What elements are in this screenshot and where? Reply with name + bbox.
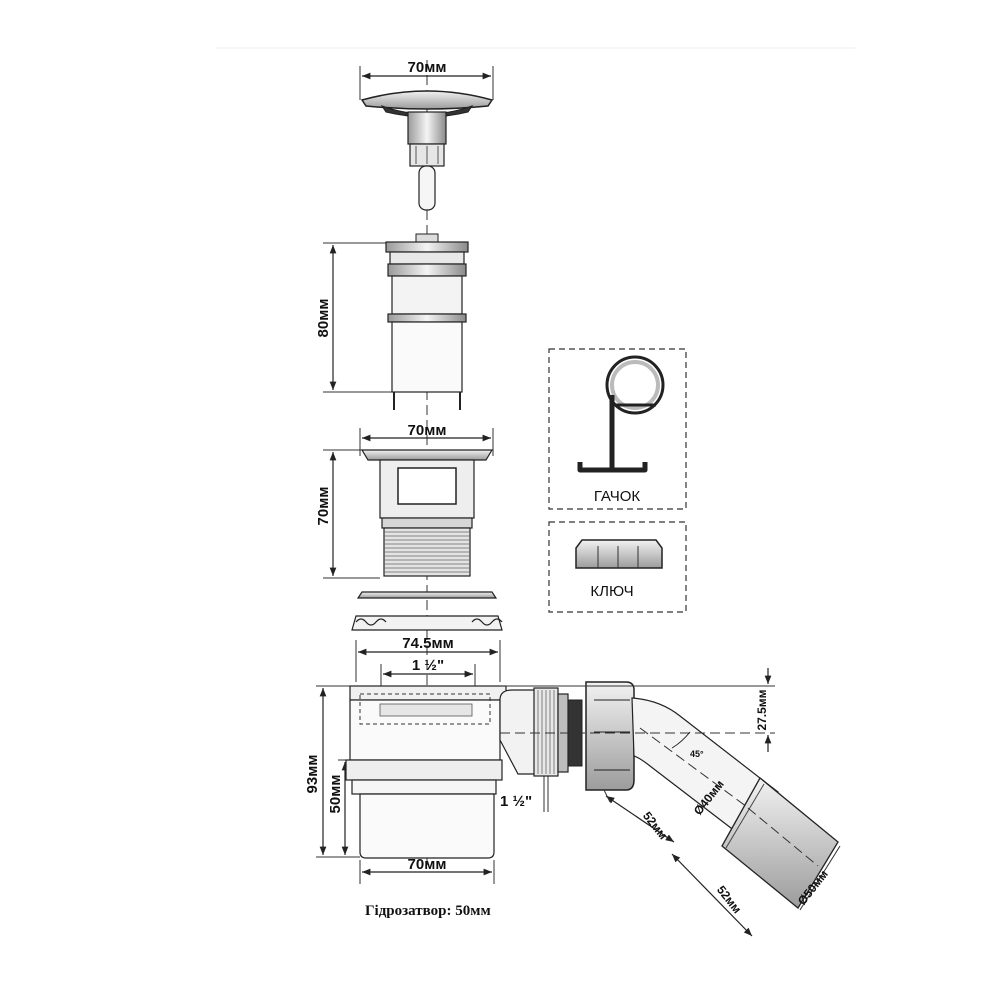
strainer-body	[323, 428, 494, 579]
dim-thread-top: 1 ½"	[412, 657, 444, 674]
seal-caption: Гідрозатвор: 50мм	[365, 903, 491, 919]
key-accessory	[548, 521, 687, 613]
dim-trap-height: 93мм	[304, 755, 321, 794]
dim-cap-width: 70мм	[408, 59, 447, 76]
washers	[351, 591, 503, 631]
plug-cap	[359, 66, 494, 211]
trap-body	[345, 681, 635, 859]
outlet-pipe-dimensions	[500, 668, 841, 937]
trap-dimensions	[316, 640, 549, 884]
dim-outlet-thread: 1 ½"	[500, 793, 532, 810]
dim-cartridge-height: 80мм	[315, 299, 332, 338]
dim-body-height: 70мм	[315, 487, 332, 526]
dim-angle: 45°	[690, 749, 704, 759]
dim-trap-bottom-width: 70мм	[408, 856, 447, 873]
dim-offset-height: 27.5мм	[755, 689, 769, 730]
key-label: КЛЮЧ	[590, 583, 633, 600]
hook-accessory	[548, 348, 687, 510]
outlet-pipe	[631, 697, 839, 909]
dim-pipe-length-2: 52мм	[714, 883, 744, 916]
dim-body-width: 70мм	[408, 422, 447, 439]
dim-pipe-length-1: 52мм	[640, 809, 670, 842]
cartridge	[323, 233, 469, 410]
dim-seal-height: 50мм	[327, 775, 344, 814]
hook-label: ГАЧОК	[594, 488, 641, 505]
dim-flange-width: 74.5мм	[402, 635, 453, 652]
